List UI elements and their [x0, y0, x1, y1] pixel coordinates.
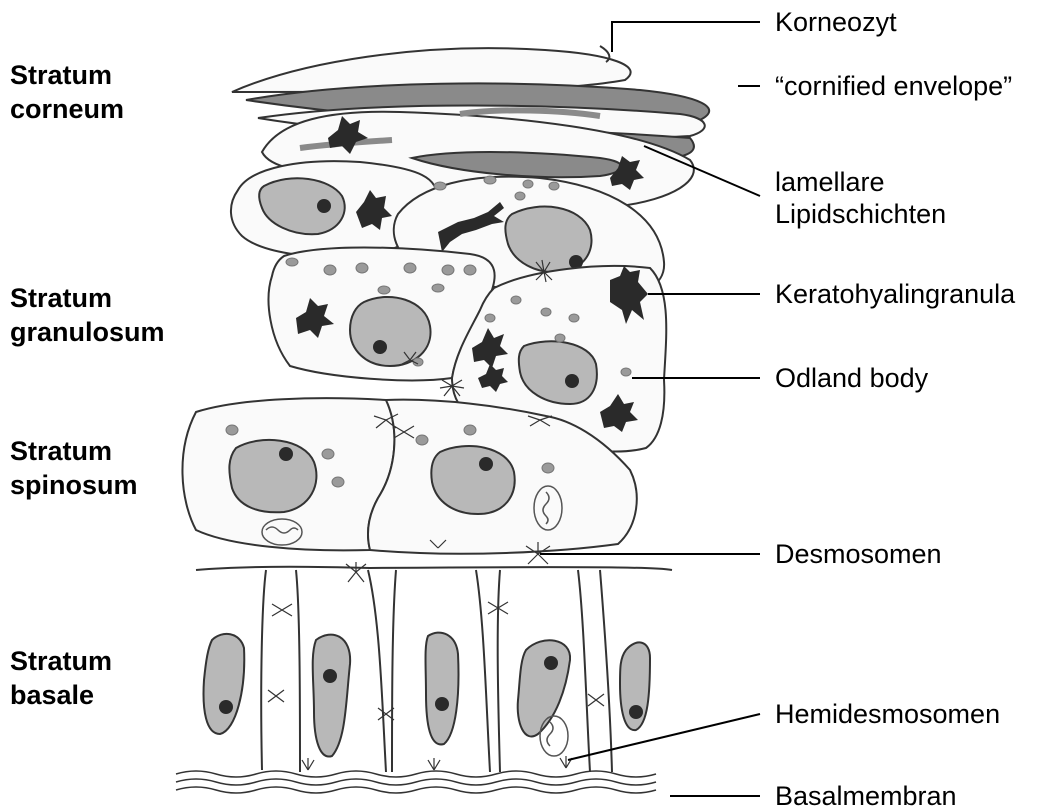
callout-keratohyalingranula: Keratohyalingranula: [775, 278, 1015, 310]
callout-hemidesmosomen: Hemidesmosomen: [775, 698, 1000, 730]
leader-hemidesmosomen: [568, 714, 760, 760]
mitochondria-basale: [540, 716, 568, 756]
hemidesmosomes: [302, 756, 572, 770]
callout-basalmembran: Basalmembran: [775, 780, 957, 812]
callout-cornified-envelope: “cornified envelope”: [775, 70, 1012, 102]
leader-korneozyt: [612, 22, 760, 52]
basement-membrane: [176, 771, 656, 793]
nuclei-basale: [204, 633, 650, 757]
callout-korneozyt: Korneozyt: [775, 6, 897, 38]
callout-odland-body: Odland body: [775, 362, 928, 394]
callout-desmosomen: Desmosomen: [775, 538, 942, 570]
